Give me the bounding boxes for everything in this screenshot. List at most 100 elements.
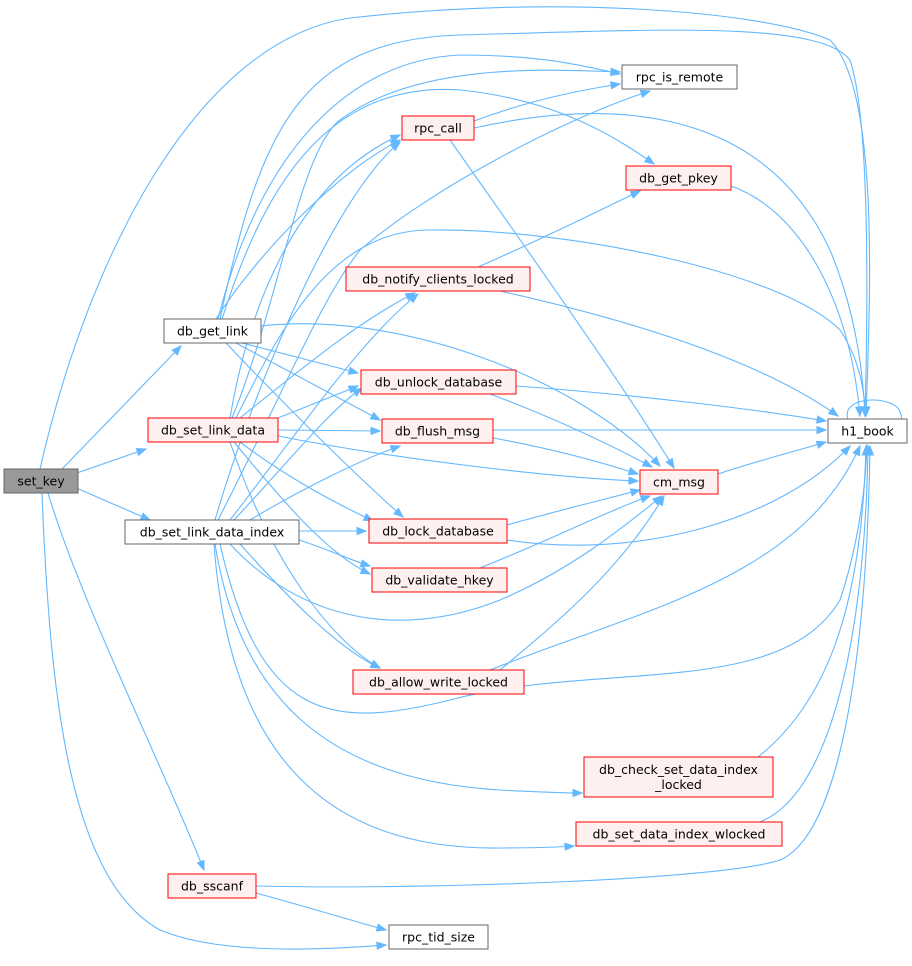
node-box: [583, 756, 774, 798]
edge-db_get_pkey-to-h1_book: [730, 185, 861, 417]
node-label: db_set_data_index_wlocked: [593, 827, 766, 842]
edge-db_set_link_data_index-to-rpc_call: [214, 141, 401, 521]
edge-db_flush_msg-to-cm_msg: [492, 437, 639, 475]
node-h1-book[interactable]: h1_book: [827, 418, 908, 444]
edge-db_get_link-to-cm_msg: [260, 323, 661, 467]
edge-db_set_link_data_index-to-db_allow_write_locked: [239, 543, 381, 669]
edge-db_set_link_data_index-to-db_check_set_data_index_locked: [214, 543, 583, 794]
node-box: [575, 821, 783, 847]
node-db-validate-hkey[interactable]: db_validate_hkey: [371, 567, 508, 593]
arrowhead-db_notify_clients_locked-to-db_get_pkey: [629, 190, 642, 199]
node-db-get-link[interactable]: db_get_link: [163, 318, 262, 344]
node-db-set-link-data-index[interactable]: db_set_link_data_index: [124, 519, 300, 545]
arrowhead-db_set_link_data_index-to-rpc_is_remote: [639, 89, 652, 98]
node-label: set_key: [17, 474, 65, 489]
node-box: [163, 318, 262, 344]
arrowhead-set_key-to-db_sscanf: [196, 859, 205, 872]
arrowhead-db_sscanf-to-h1_book: [865, 444, 875, 456]
node-label: db_set_link_data_index: [140, 525, 284, 540]
edge-db_lock_database-to-h1_book: [506, 445, 851, 546]
arrowhead-db_set_link_data-to-rpc_call: [389, 134, 402, 143]
arrowhead-db_flush_msg-to-cm_msg: [627, 467, 640, 476]
arrowhead-db_get_link-to-db_flush_msg: [369, 411, 382, 421]
node-box: [360, 369, 517, 395]
edge-cm_msg-to-h1_book: [717, 441, 827, 475]
node-box: [371, 567, 508, 593]
node-db-unlock-database[interactable]: db_unlock_database: [360, 369, 517, 395]
node-db-get-pkey[interactable]: db_get_pkey: [625, 165, 732, 191]
edge-db_set_link_data-to-db_flush_msg: [277, 429, 381, 432]
edge-db_set_link_data-to-rpc_is_remote: [231, 69, 621, 419]
node-db-check-set-data-index-locked[interactable]: db_check_set_data_index_locked: [583, 756, 774, 798]
edge-rpc_call-to-h1_book: [473, 113, 866, 417]
edge-db_set_link_data-to-db_validate_hkey: [233, 441, 371, 575]
node-rpc-is-remote[interactable]: rpc_is_remote: [621, 64, 738, 90]
arrowhead-db_set_link_data_index-to-db_allow_write_locked: [369, 660, 382, 669]
edge-rpc_call-to-rpc_is_remote: [473, 83, 621, 122]
node-label: db_sscanf: [181, 879, 244, 894]
node-label: db_unlock_database: [375, 375, 503, 390]
node-box: [368, 518, 508, 544]
node-rpc-call[interactable]: rpc_call: [401, 115, 475, 141]
node-cm-msg[interactable]: cm_msg: [639, 469, 719, 495]
edge-db_allow_write_locked-to-h1_book: [489, 445, 861, 671]
arrowhead-db_flush_msg-to-h1_book: [816, 425, 828, 435]
edge-db_set_data_index_wlocked-to-h1_book: [759, 445, 869, 823]
edge-db_sscanf-to-h1_book: [255, 445, 871, 888]
node-db-allow-write-locked[interactable]: db_allow_write_locked: [352, 669, 525, 695]
arrowhead-set_key-to-db_set_link_data: [135, 448, 148, 457]
edge-db_set_link_data_index-to-h1_book: [219, 444, 868, 714]
arrowhead-rpc_call-to-rpc_is_remote: [609, 81, 622, 90]
arrowhead-db_unlock_database-to-cm_msg: [641, 458, 654, 468]
node-box: [401, 115, 475, 141]
edge-set_key-to-db_set_link_data: [73, 448, 147, 475]
arrowhead-set_key-to-db_set_link_data_index: [139, 512, 152, 521]
edge-db_get_link-to-rpc_call: [215, 139, 401, 320]
node-box: [167, 873, 257, 899]
edge-db_set_link_data_index-to-db_set_data_index_wlocked: [213, 543, 575, 849]
node-label: db_set_link_data: [161, 423, 265, 438]
arrowhead-rpc_call-to-h1_book: [860, 406, 869, 418]
node-rpc-tid-size[interactable]: rpc_tid_size: [388, 924, 489, 950]
edges-layer: [39, 6, 909, 950]
edge-db_set_link_data-to-db_unlock_database: [277, 385, 359, 419]
arrowhead-db_get_link-to-cm_msg: [650, 456, 661, 468]
node-db-set-data-index-wlocked[interactable]: db_set_data_index_wlocked: [575, 821, 783, 847]
arrowhead-db_set_link_data-to-cm_msg: [628, 476, 640, 485]
node-box: [621, 64, 738, 90]
edge-set_key-to-rpc_tid_size: [41, 492, 387, 950]
arrowhead-db_validate_hkey-to-cm_msg: [639, 495, 652, 504]
edge-db_set_link_data_index-to-db_validate_hkey: [298, 539, 371, 567]
edge-db_get_link-to-db_get_pkey: [221, 88, 655, 320]
arrowhead-db_set_link_data-to-rpc_is_remote: [610, 67, 622, 76]
node-label: db_allow_write_locked: [369, 675, 508, 690]
node-label: db_get_link: [177, 324, 249, 339]
arrowhead-db_set_link_data_index-to-db_validate_hkey: [359, 559, 372, 568]
node-db-sscanf[interactable]: db_sscanf: [167, 873, 257, 899]
node-label: db_flush_msg: [395, 424, 480, 439]
node-box: [827, 418, 908, 444]
arrowhead-rpc_call-to-cm_msg: [665, 457, 675, 470]
edge-set_key-to-db_get_link: [61, 345, 182, 470]
node-set-key[interactable]: set_key: [3, 468, 79, 494]
node-db-notify-clients-locked[interactable]: db_notify_clients_locked: [345, 266, 531, 292]
node-db-set-link-data[interactable]: db_set_link_data: [147, 417, 279, 443]
edge-db_sscanf-to-rpc_tid_size: [255, 892, 387, 931]
edge-db_set_link_data_index-to-db_flush_msg: [249, 445, 401, 521]
arrowhead-db_set_link_data_index-to-db_check_set_data_index_locked: [572, 788, 584, 798]
edge-db_get_link-to-rpc_is_remote: [217, 54, 621, 320]
node-box: [345, 266, 531, 292]
arrowhead-db_set_link_data_index-to-db_notify_clients_locked: [407, 293, 420, 304]
edge-set_key-to-db_sscanf: [47, 492, 205, 871]
edge-db_get_link-to-db_lock_database: [225, 342, 404, 518]
arrowhead-cm_msg-to-h1_book: [815, 440, 828, 449]
node-db-flush-msg[interactable]: db_flush_msg: [381, 418, 494, 444]
edge-db_set_link_data-to-cm_msg: [277, 435, 639, 482]
arrowhead-set_key-to-rpc_tid_size: [376, 941, 388, 950]
edge-db_unlock_database-to-h1_book: [515, 385, 827, 422]
arrowhead-db_allow_write_locked-to-cm_msg: [655, 494, 665, 507]
node-db-lock-database[interactable]: db_lock_database: [368, 518, 508, 544]
arrowhead-db_lock_database-to-cm_msg: [629, 488, 642, 497]
arrowhead-db_sscanf-to-rpc_tid_size: [375, 923, 388, 932]
